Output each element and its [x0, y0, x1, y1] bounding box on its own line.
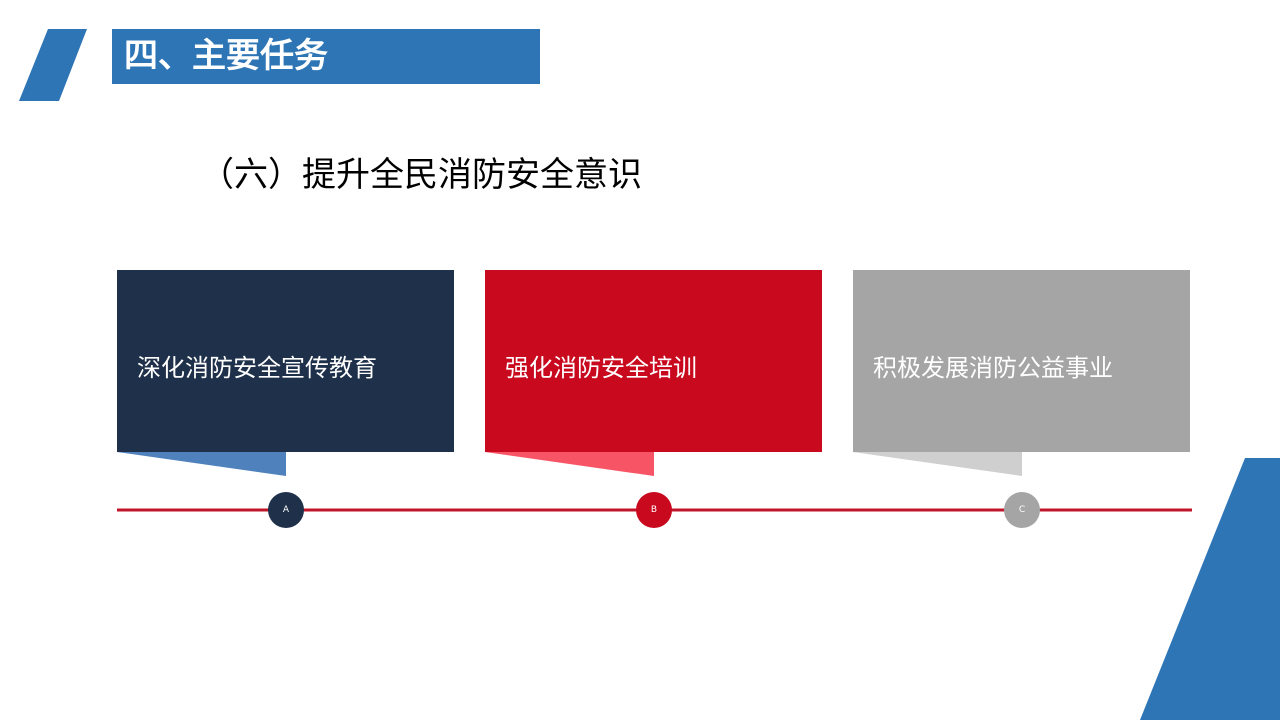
- title-bar: [112, 29, 540, 84]
- marker-c: C: [1004, 492, 1040, 528]
- card-label: 强化消防安全培训: [505, 354, 697, 382]
- top-left-parallelogram: [19, 29, 87, 101]
- card-c: 积极发展消防公益事业: [853, 270, 1190, 452]
- marker-b: B: [636, 492, 672, 528]
- tail-c: [853, 452, 1022, 476]
- bottom-right-parallelogram: [1140, 458, 1280, 720]
- page-title: 四、主要任务: [124, 36, 328, 76]
- tail-a: [117, 452, 286, 476]
- section-subtitle: （六）提升全民消防安全意识: [200, 155, 642, 195]
- card-a: 深化消防安全宣传教育: [117, 270, 454, 452]
- card-label: 积极发展消防公益事业: [873, 354, 1113, 382]
- tail-b: [485, 452, 654, 476]
- marker-a: A: [268, 492, 304, 528]
- card-b: 强化消防安全培训: [485, 270, 822, 452]
- card-label: 深化消防安全宣传教育: [137, 354, 377, 382]
